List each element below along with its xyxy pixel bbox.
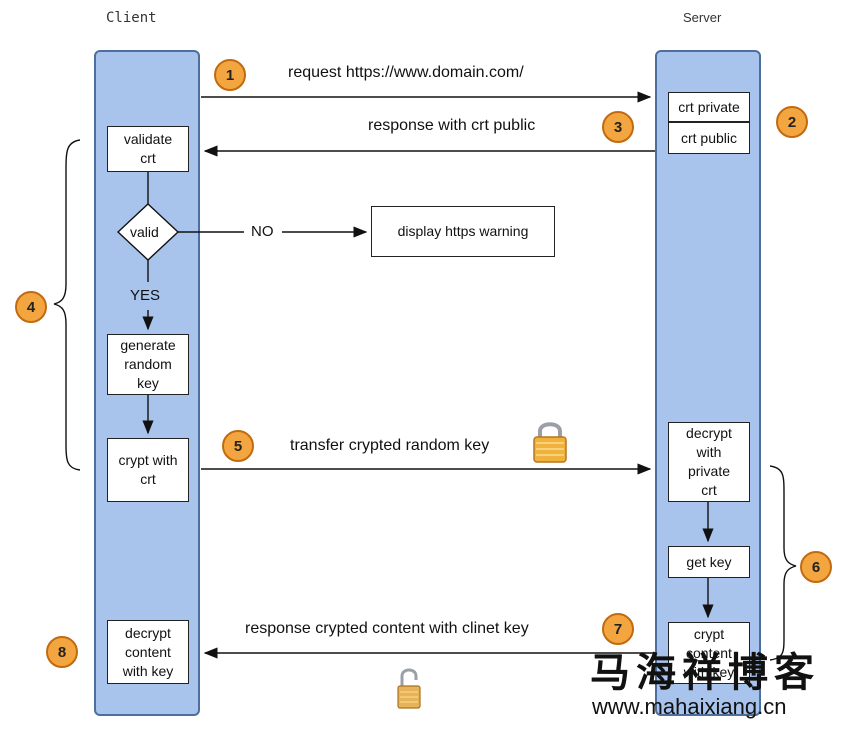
watermark-brand: 马海祥博客 [590, 649, 820, 696]
get-key-box: get key [668, 546, 750, 578]
client-title: Client [106, 10, 157, 26]
step-6-badge: 6 [800, 551, 832, 583]
response-crt-label: response with crt public [368, 117, 536, 134]
yes-label: YES [130, 287, 161, 304]
crt-public-box: crt public [668, 122, 750, 154]
server-crypt-box: crypt content with key [668, 622, 750, 684]
server-title: Server [683, 10, 722, 25]
step-1-badge: 1 [214, 59, 246, 91]
valid-label: valid [130, 224, 159, 240]
server-decrypt-box: decrypt with private crt [668, 422, 750, 502]
no-label: NO [251, 223, 274, 240]
generate-key-box: generate random key [107, 334, 189, 395]
crypt-with-crt-box: crypt with crt [107, 438, 189, 502]
watermark-url: www.mahaixiang.cn [592, 694, 787, 719]
step-8-badge: 8 [46, 636, 78, 668]
https-warning-box: display https warning [371, 206, 555, 257]
unlocked-lock-icon [397, 668, 421, 709]
step-4-badge: 4 [15, 291, 47, 323]
response-content-label: response crypted content with clinet key [245, 620, 529, 637]
valid-diamond [116, 203, 180, 261]
validate-crt-box: validate crt [107, 126, 189, 172]
step-5-badge: 5 [222, 430, 254, 462]
step4-brace [53, 139, 81, 471]
lock-icon [533, 422, 567, 463]
step-3-badge: 3 [602, 111, 634, 143]
transfer-label: transfer crypted random key [290, 437, 490, 454]
decrypt-content-box: decrypt content with key [107, 620, 189, 684]
step-7-badge: 7 [602, 613, 634, 645]
step6-brace [769, 465, 797, 661]
step-2-badge: 2 [776, 106, 808, 138]
crt-private-box: crt private [668, 92, 750, 122]
request-label: request https://www.domain.com/ [288, 64, 524, 81]
